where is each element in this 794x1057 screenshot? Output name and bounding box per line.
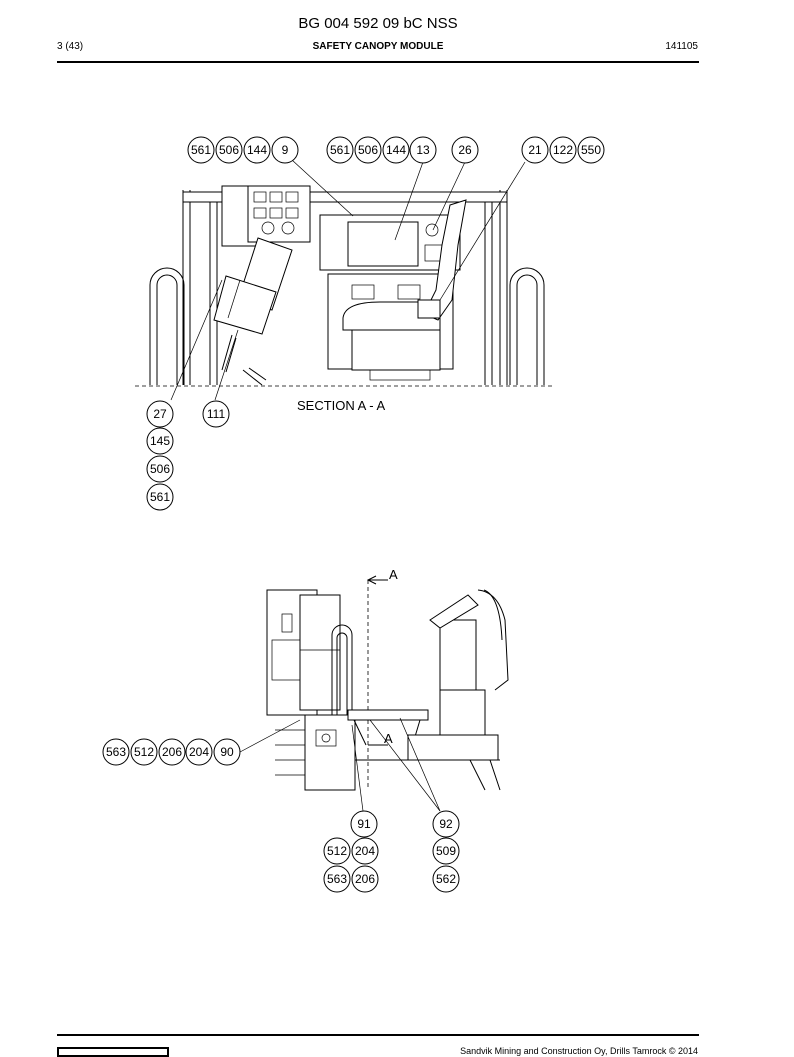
callout-bubble: 512 xyxy=(327,844,347,858)
callout-row-563-206: 563 206 xyxy=(323,865,379,893)
callout-group-13: 561 506 144 13 xyxy=(326,136,437,164)
callout-bubble: 204 xyxy=(189,745,209,759)
callout-bubble: 506 xyxy=(358,143,378,157)
callout-bubble: 562 xyxy=(436,872,456,886)
callout-bubble: 550 xyxy=(581,143,601,157)
callout-bubble: 509 xyxy=(436,844,456,858)
page-number: 3 (43) xyxy=(57,41,84,52)
callout-bubble: 506 xyxy=(150,462,170,476)
callout-91: 91 xyxy=(350,810,378,838)
callout-stack-27: 27 145 506 561 xyxy=(146,400,174,511)
header-rule xyxy=(57,61,699,63)
callout-bubble: 111 xyxy=(207,407,226,421)
callout-group-21: 21 122 550 xyxy=(521,136,605,164)
section-marker-a-bottom: A xyxy=(384,731,393,746)
section-marker-a-top: A xyxy=(389,567,398,582)
callout-stack-92: 92 509 562 xyxy=(432,810,460,893)
callout-row-512-204: 512 204 xyxy=(323,837,379,865)
sandvik-logo xyxy=(57,1047,169,1057)
callout-group-9: 561 506 144 9 xyxy=(187,136,299,164)
copyright-text: Sandvik Mining and Construction Oy, Dril… xyxy=(460,1046,698,1056)
callout-bubble: 563 xyxy=(106,745,126,759)
callout-bubble: 27 xyxy=(153,407,167,421)
callout-bubble: 26 xyxy=(458,143,472,157)
callout-group-90: 563 512 206 204 90 xyxy=(102,738,241,766)
section-view-drawing xyxy=(135,159,555,401)
callout-bubble: 92 xyxy=(439,817,453,831)
section-label: SECTION A - A xyxy=(297,398,385,413)
callout-bubble: 13 xyxy=(416,143,430,157)
callout-bubble: 91 xyxy=(357,817,371,831)
callout-bubble: 563 xyxy=(327,872,347,886)
callout-bubble: 122 xyxy=(553,143,573,157)
callout-bubble: 561 xyxy=(330,143,350,157)
callout-bubble: 512 xyxy=(134,745,154,759)
callout-bubble: 204 xyxy=(355,844,375,858)
callout-group-26: 26 xyxy=(451,136,479,164)
callout-bubble: 206 xyxy=(355,872,375,886)
callout-bubble: 206 xyxy=(162,745,182,759)
callout-bubble: 9 xyxy=(282,143,289,157)
document-number: BG 004 592 09 bC NSS xyxy=(298,15,458,32)
callout-bubble: 144 xyxy=(386,143,406,157)
callout-bubble: 561 xyxy=(191,143,211,157)
callout-bubble: 144 xyxy=(247,143,267,157)
footer-rule xyxy=(57,1034,699,1036)
side-view-drawing xyxy=(239,575,509,812)
callout-111: 111 xyxy=(202,400,230,428)
callout-bubble: 506 xyxy=(219,143,239,157)
callout-bubble: 561 xyxy=(150,490,170,504)
date-code: 141105 xyxy=(665,41,698,52)
callout-bubble: 21 xyxy=(528,143,542,157)
callout-bubble: 90 xyxy=(220,745,234,759)
module-title: SAFETY CANOPY MODULE xyxy=(312,41,444,52)
callout-bubble: 145 xyxy=(150,434,170,448)
